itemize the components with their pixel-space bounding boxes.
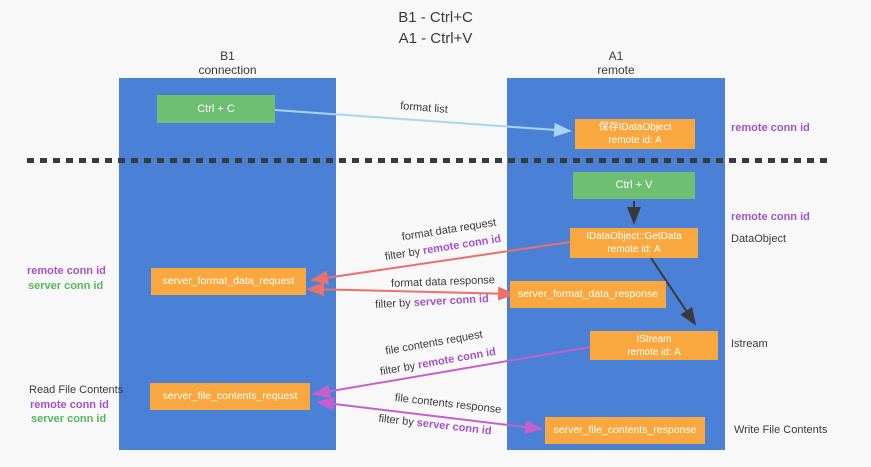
ctrl-c-box: Ctrl + C bbox=[157, 95, 275, 123]
filter-by-text: filter by bbox=[379, 360, 417, 379]
server-conn-id-text: server conn id bbox=[416, 416, 493, 438]
getdata-line2: remote id: A bbox=[607, 244, 661, 255]
getdata-line1: IDataObject::GetData bbox=[586, 231, 682, 242]
diagram-title: B1 - Ctrl+C A1 - Ctrl+V bbox=[0, 7, 871, 49]
a1-name: A1 bbox=[608, 49, 624, 63]
server-format-data-response-label: server_format_data_response bbox=[517, 288, 659, 300]
filter-by-text: filter by bbox=[374, 297, 411, 311]
dataobject-annotation: DataObject bbox=[731, 233, 787, 245]
server-conn-id-annotation-left-2: server conn id bbox=[31, 413, 107, 425]
remote-conn-id-annotation-top: remote conn id bbox=[731, 122, 810, 134]
filter-by-text: filter by bbox=[377, 412, 415, 429]
istream-line1: IStream bbox=[636, 333, 672, 345]
server-file-contents-response-box: server_file_contents_response bbox=[545, 417, 705, 444]
lifeline-a1-header: A1 remote bbox=[507, 49, 725, 77]
lifeline-b1-header: B1 connection bbox=[119, 49, 336, 77]
format-list-label: format list bbox=[399, 100, 449, 116]
filter-by-text: filter by bbox=[384, 245, 422, 264]
title-line-1: B1 - Ctrl+C bbox=[398, 9, 473, 26]
remote-conn-id-annotation-left-2: remote conn id bbox=[30, 399, 109, 411]
server-conn-id-annotation-left-1: server conn id bbox=[28, 280, 104, 292]
format-data-response-label: format data response bbox=[390, 274, 496, 290]
idataobject-getdata-box: IDataObject::GetData remote id: A bbox=[570, 228, 698, 258]
b1-name: B1 bbox=[220, 49, 235, 63]
save-idataobject-line1: 保存IDataObject bbox=[598, 122, 672, 133]
server-file-contents-request-label: server_file_contents_request bbox=[162, 390, 298, 402]
istream-box: IStream remote id: A bbox=[590, 331, 718, 360]
server-conn-id-text: server conn id bbox=[413, 293, 490, 309]
server-file-contents-response-label: server_file_contents_response bbox=[553, 424, 697, 436]
write-file-contents-annotation: Write File Contents bbox=[734, 424, 828, 436]
server-format-data-request-label: server_format_data_request bbox=[162, 275, 295, 287]
istream-line2: remote id: A bbox=[627, 346, 681, 358]
istream-annotation: Istream bbox=[731, 338, 768, 350]
phase-separator-dashed-line bbox=[27, 158, 833, 163]
b1-role: connection bbox=[198, 63, 257, 77]
file-contents-response-label: file contents response bbox=[394, 391, 502, 417]
save-idataobject-line2: remote id: A bbox=[608, 135, 662, 146]
read-file-contents-annotation: Read File Contents bbox=[29, 384, 124, 396]
ctrl-v-label: Ctrl + V bbox=[615, 179, 653, 191]
a1-role: remote bbox=[597, 63, 635, 77]
server-file-contents-request-box: server_file_contents_request bbox=[150, 383, 310, 410]
ctrl-c-label: Ctrl + C bbox=[197, 102, 235, 115]
save-idataobject-box: 保存IDataObject remote id: A bbox=[575, 119, 695, 149]
title-line-2: A1 - Ctrl+V bbox=[398, 30, 473, 47]
ctrl-v-box: Ctrl + V bbox=[573, 172, 695, 199]
remote-conn-id-annotation-left-1: remote conn id bbox=[27, 265, 106, 277]
server-format-data-response-box: server_format_data_response bbox=[510, 281, 666, 308]
server-format-data-request-box: server_format_data_request bbox=[151, 268, 306, 295]
remote-conn-id-annotation-mid: remote conn id bbox=[731, 211, 810, 223]
